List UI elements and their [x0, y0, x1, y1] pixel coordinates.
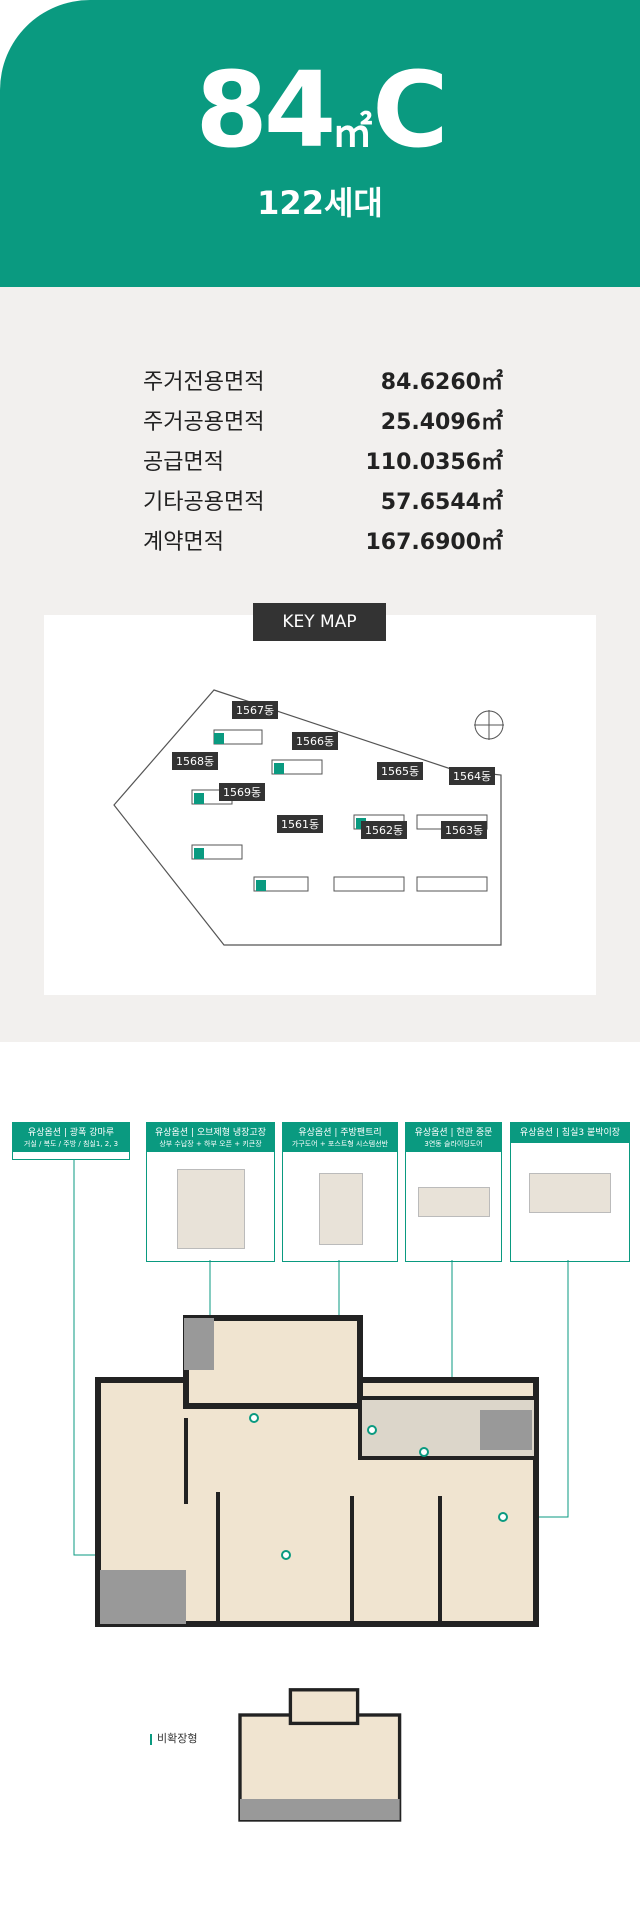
area-value: 110.0356㎡ — [365, 450, 503, 475]
building-label: 1565동 — [377, 762, 424, 780]
option-header: 유상옵션 | 침실3 붙박이장 — [511, 1123, 629, 1143]
area-value: 167.6900㎡ — [365, 530, 503, 555]
option-title: 유상옵션 | 침실3 붙박이장 — [519, 1128, 621, 1138]
area-label: 계약면적 — [143, 530, 224, 555]
option-title: 유상옵션 | 오브제형 냉장고장 — [155, 1128, 266, 1138]
option-image — [418, 1187, 490, 1217]
option-title: 유상옵션 | 현관 중문 — [414, 1128, 493, 1138]
option-subtitle: 가구도어 + 포스트형 시스템선반 — [291, 1139, 389, 1148]
area-number: 84 — [195, 49, 336, 171]
building-label: 1563동 — [441, 821, 488, 839]
accent-bar — [150, 1733, 152, 1745]
area-row: 주거전용면적 84.6260㎡ — [143, 364, 503, 400]
unit-type-title: 84㎡C — [0, 58, 640, 162]
area-row: 계약면적 167.6900㎡ — [143, 524, 503, 560]
area-row: 공급면적 110.0356㎡ — [143, 444, 503, 480]
option-subtitle: 3연동 슬라이딩도어 — [424, 1139, 483, 1148]
area-row: 기타공용면적 57.6544㎡ — [143, 484, 503, 520]
option-callout: 유상옵션 | 침실3 붙박이장 — [510, 1122, 630, 1262]
option-subtitle: 상부 수납장 + 하부 오픈 + 키큰장 — [159, 1139, 262, 1148]
hero-banner: 84㎡C 122세대 — [0, 0, 640, 287]
building-label: 1567동 — [232, 701, 279, 719]
area-value: 25.4096㎡ — [380, 410, 503, 435]
note-label: 비확장형 — [150, 1730, 197, 1746]
option-title: 유상옵션 | 광폭 강마루 — [27, 1128, 115, 1138]
area-label: 공급면적 — [143, 450, 224, 475]
non-extended-floor-plan — [238, 1688, 402, 1822]
building-label: 1568동 — [172, 752, 219, 770]
area-value: 57.6544㎡ — [380, 490, 503, 515]
households-count: 122세대 — [257, 184, 383, 222]
area-value: 84.6260㎡ — [380, 370, 503, 395]
area-label: 주거전용면적 — [143, 370, 265, 395]
area-unit: ㎡ — [332, 110, 373, 156]
option-subtitle: 거실 / 복도 / 주방 / 침실1, 2, 3 — [23, 1139, 119, 1148]
building-label: 1562동 — [361, 821, 408, 839]
area-label: 기타공용면적 — [143, 490, 265, 515]
type-letter: C — [372, 49, 448, 171]
option-image — [177, 1169, 245, 1249]
building-label: 1566동 — [292, 732, 339, 750]
building-label: 1561동 — [277, 815, 324, 833]
north-compass-icon — [474, 710, 504, 740]
option-image — [529, 1173, 611, 1213]
option-image — [319, 1173, 363, 1245]
note-text: 비확장형 — [157, 1732, 198, 1745]
key-map-title: KEY MAP — [253, 603, 386, 641]
option-title: 유상옵션 | 주방팬트리 — [298, 1128, 382, 1138]
area-label: 주거공용면적 — [143, 410, 265, 435]
building-label: 1564동 — [449, 767, 496, 785]
key-map-panel: 1567동 1566동 1568동 1565동 1564동 1569동 1561… — [44, 615, 596, 995]
area-row: 주거공용면적 25.4096㎡ — [143, 404, 503, 440]
building-label: 1569동 — [219, 783, 266, 801]
